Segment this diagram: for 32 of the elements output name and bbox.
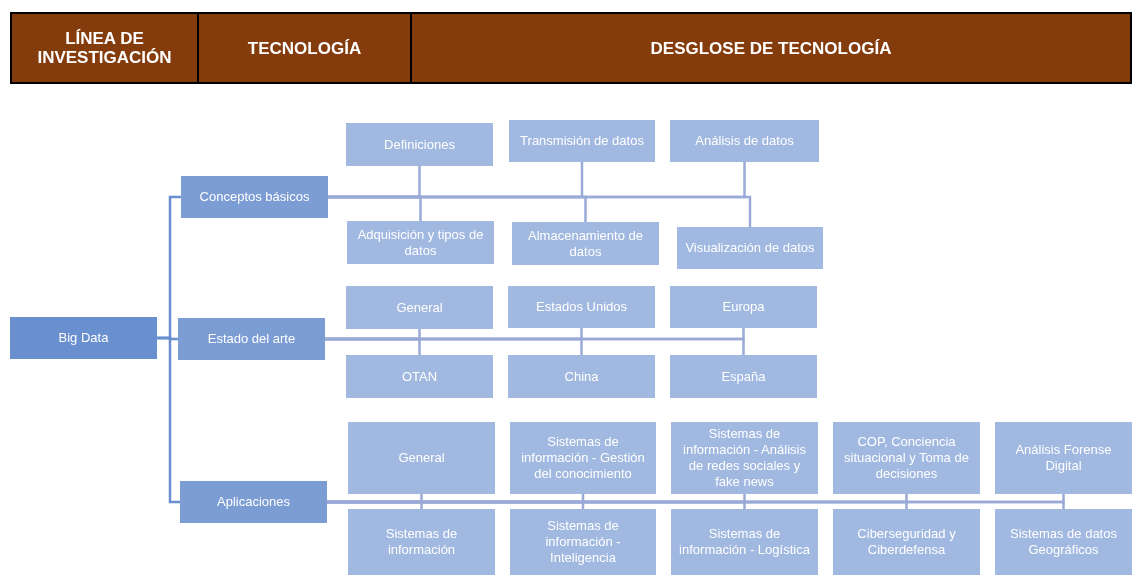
- process-box: General: [346, 286, 493, 329]
- process-box: Sistemas de datos Geográficos: [995, 509, 1132, 575]
- connector-line: [325, 337, 745, 355]
- process-box: Big Data: [10, 317, 157, 359]
- process-box: Sistemas de información - Gestión del conocimiento: [510, 422, 656, 494]
- process-box: Adquisición y tipos de datos: [347, 221, 494, 264]
- connector-line: [157, 336, 180, 504]
- header-cell: LÍNEA DE INVESTIGACIÓN: [10, 12, 199, 84]
- process-box: Visualización de datos: [677, 227, 823, 269]
- process-box: COP, Conciencia situacional y Toma de decisiones: [833, 422, 980, 494]
- process-box: Análisis de datos: [670, 120, 819, 162]
- process-box: Estado del arte: [178, 318, 325, 360]
- process-box: Ciberseguridad y Ciberdefensa: [833, 509, 980, 575]
- connector-line: [328, 195, 752, 227]
- process-box: OTAN: [346, 355, 493, 398]
- process-box: Aplicaciones: [180, 481, 327, 523]
- process-box: General: [348, 422, 495, 494]
- process-box: China: [508, 355, 655, 398]
- process-box: Almacenamiento de datos: [512, 222, 659, 265]
- process-box: Sistemas de información - Análisis de redes sociales y fake news: [671, 422, 818, 494]
- process-box: Estados Unidos: [508, 286, 655, 328]
- process-box: Conceptos básicos: [181, 176, 328, 218]
- process-box: Definiciones: [346, 123, 493, 166]
- header-cell: DESGLOSE DE TECNOLOGÍA: [410, 12, 1132, 84]
- process-box: Transmisión de datos: [509, 120, 655, 162]
- process-box: Europa: [670, 286, 817, 328]
- header-cell: TECNOLOGÍA: [197, 12, 412, 84]
- process-box: Análisis Forense Digital: [995, 422, 1132, 494]
- process-box: Sistemas de información - Inteligencia: [510, 509, 656, 575]
- process-box: Sistemas de información: [348, 509, 495, 575]
- process-box: España: [670, 355, 817, 398]
- process-box: Sistemas de información - Logística: [671, 509, 818, 575]
